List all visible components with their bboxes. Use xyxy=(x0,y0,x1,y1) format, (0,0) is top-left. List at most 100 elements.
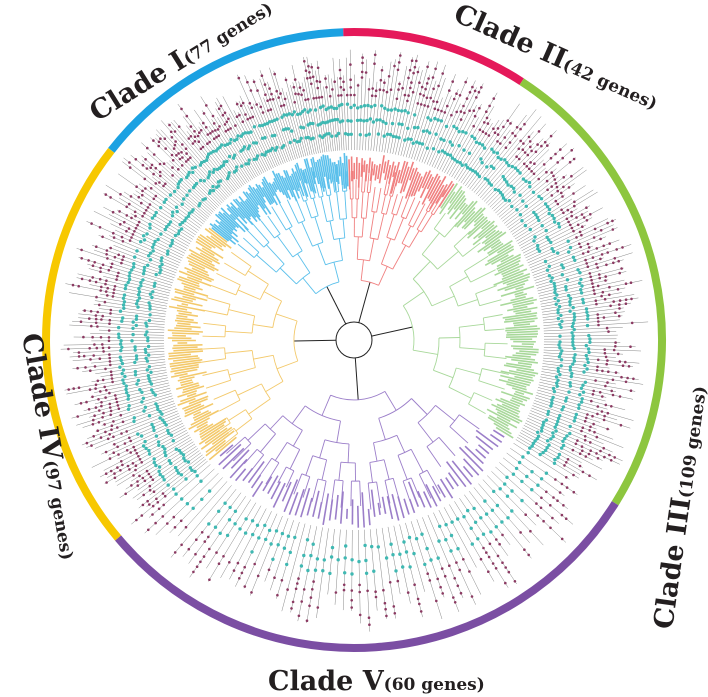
domain-mark xyxy=(250,106,254,110)
domain-mark xyxy=(614,341,617,344)
gene-line xyxy=(290,85,309,156)
branch-arc xyxy=(412,278,433,307)
branch xyxy=(237,243,255,258)
domain-mark xyxy=(141,193,144,197)
motif-mark xyxy=(469,526,473,530)
branch xyxy=(376,481,382,509)
domain-mark xyxy=(270,92,273,96)
leaf-IV xyxy=(174,327,192,330)
domain-mark xyxy=(412,71,415,75)
leaf-III xyxy=(501,264,524,276)
motif-mark xyxy=(235,165,239,169)
branch xyxy=(433,191,449,216)
domain-mark xyxy=(580,445,584,448)
domain-mark xyxy=(111,295,115,298)
motif-mark xyxy=(572,315,577,319)
motif-mark xyxy=(141,396,146,400)
motif-mark xyxy=(122,381,126,385)
domain-mark xyxy=(496,140,499,143)
domain-mark xyxy=(586,250,590,253)
domain-mark xyxy=(99,266,102,270)
gene-line xyxy=(109,235,180,266)
motif-mark xyxy=(179,178,183,182)
motif-mark xyxy=(176,232,181,236)
domain-mark xyxy=(180,543,183,547)
gene-line xyxy=(505,167,584,226)
branch xyxy=(300,181,308,201)
domain-mark xyxy=(117,271,120,275)
leaf-I xyxy=(283,169,298,202)
branch xyxy=(397,455,408,480)
domain-mark xyxy=(108,353,111,356)
gene-line xyxy=(519,205,590,247)
motif-mark xyxy=(285,562,289,567)
leaf-III xyxy=(512,354,531,358)
domain-mark xyxy=(117,253,120,257)
leaf-IV xyxy=(169,361,201,368)
leaf-II xyxy=(404,167,418,199)
branch xyxy=(344,191,347,219)
leaf-III xyxy=(496,403,519,415)
branch-arc xyxy=(384,194,387,196)
leaf-III xyxy=(498,378,527,388)
domain-mark xyxy=(199,129,203,132)
gene-line xyxy=(411,80,437,159)
motif-mark xyxy=(148,304,152,308)
domain-mark xyxy=(530,170,533,173)
motif-mark xyxy=(327,106,331,110)
motif-mark xyxy=(151,390,155,395)
leaf-III xyxy=(513,302,534,308)
motif-mark xyxy=(122,306,126,310)
motif-mark xyxy=(175,209,179,214)
motif-mark xyxy=(579,386,584,390)
domain-mark xyxy=(529,161,532,164)
domain-mark xyxy=(589,275,592,279)
motif-mark xyxy=(391,134,395,139)
motif-mark xyxy=(141,234,146,238)
motif-mark xyxy=(483,177,487,181)
domain-mark xyxy=(280,579,284,582)
domain-mark xyxy=(508,141,512,144)
leaf-V xyxy=(294,489,305,516)
domain-mark xyxy=(93,365,97,368)
leaf-II xyxy=(390,161,400,194)
motif-mark xyxy=(473,520,478,524)
domain-mark xyxy=(507,570,511,574)
motif-mark xyxy=(367,132,371,136)
motif-mark xyxy=(535,215,540,220)
motif-mark xyxy=(211,188,216,193)
leaf-IV xyxy=(170,372,188,378)
motif-mark xyxy=(121,296,126,300)
motif-mark xyxy=(155,404,160,409)
domain-mark xyxy=(170,136,174,139)
motif-mark xyxy=(154,434,159,438)
motif-mark xyxy=(477,141,482,146)
leaf-II xyxy=(417,171,428,192)
motif-mark xyxy=(436,118,440,122)
domain-mark xyxy=(134,226,138,230)
motif-mark xyxy=(585,323,590,328)
gene-line xyxy=(206,499,251,569)
domain-mark xyxy=(96,325,99,328)
motif-mark xyxy=(246,131,251,135)
domain-mark xyxy=(241,101,245,105)
domain-mark xyxy=(157,140,161,144)
motif-mark xyxy=(557,452,562,457)
gene-line xyxy=(281,523,306,612)
domain-mark xyxy=(100,404,103,408)
motif-mark xyxy=(425,546,429,551)
leaf-I xyxy=(312,157,320,185)
motif-mark xyxy=(515,208,519,212)
domain-mark xyxy=(589,425,592,429)
domain-mark xyxy=(186,158,190,161)
branch xyxy=(257,457,273,479)
motif-mark xyxy=(276,543,280,547)
leaf-III xyxy=(467,219,489,239)
domain-mark xyxy=(140,201,143,205)
motif-mark xyxy=(121,368,126,372)
domain-mark xyxy=(536,514,539,517)
leaf-V xyxy=(462,465,474,478)
branch-arc xyxy=(326,194,331,197)
motif-mark xyxy=(540,426,544,430)
motif-mark xyxy=(185,193,189,197)
